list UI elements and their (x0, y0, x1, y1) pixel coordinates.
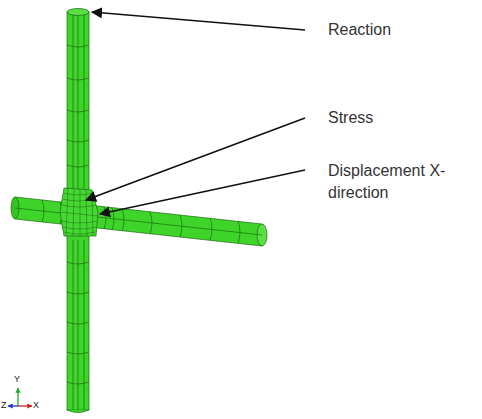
axis-label: Z (1, 400, 11, 411)
leader-line (100, 170, 305, 214)
horizontal-tube (15, 197, 262, 246)
axis-label: X (33, 400, 43, 411)
callout-label: Reaction (328, 20, 468, 39)
leader-arrows (86, 12, 305, 214)
joint-mesh (60, 188, 98, 236)
leader-line (86, 118, 305, 200)
tube-end (67, 410, 89, 413)
axis-triad (8, 388, 32, 406)
joint-region (60, 188, 98, 236)
leader-line (92, 12, 305, 30)
axis-label: Y (14, 374, 26, 385)
tube-end (67, 9, 89, 16)
callout-label: Displacement X-direction (328, 160, 448, 204)
callout-label: Stress (328, 108, 468, 127)
